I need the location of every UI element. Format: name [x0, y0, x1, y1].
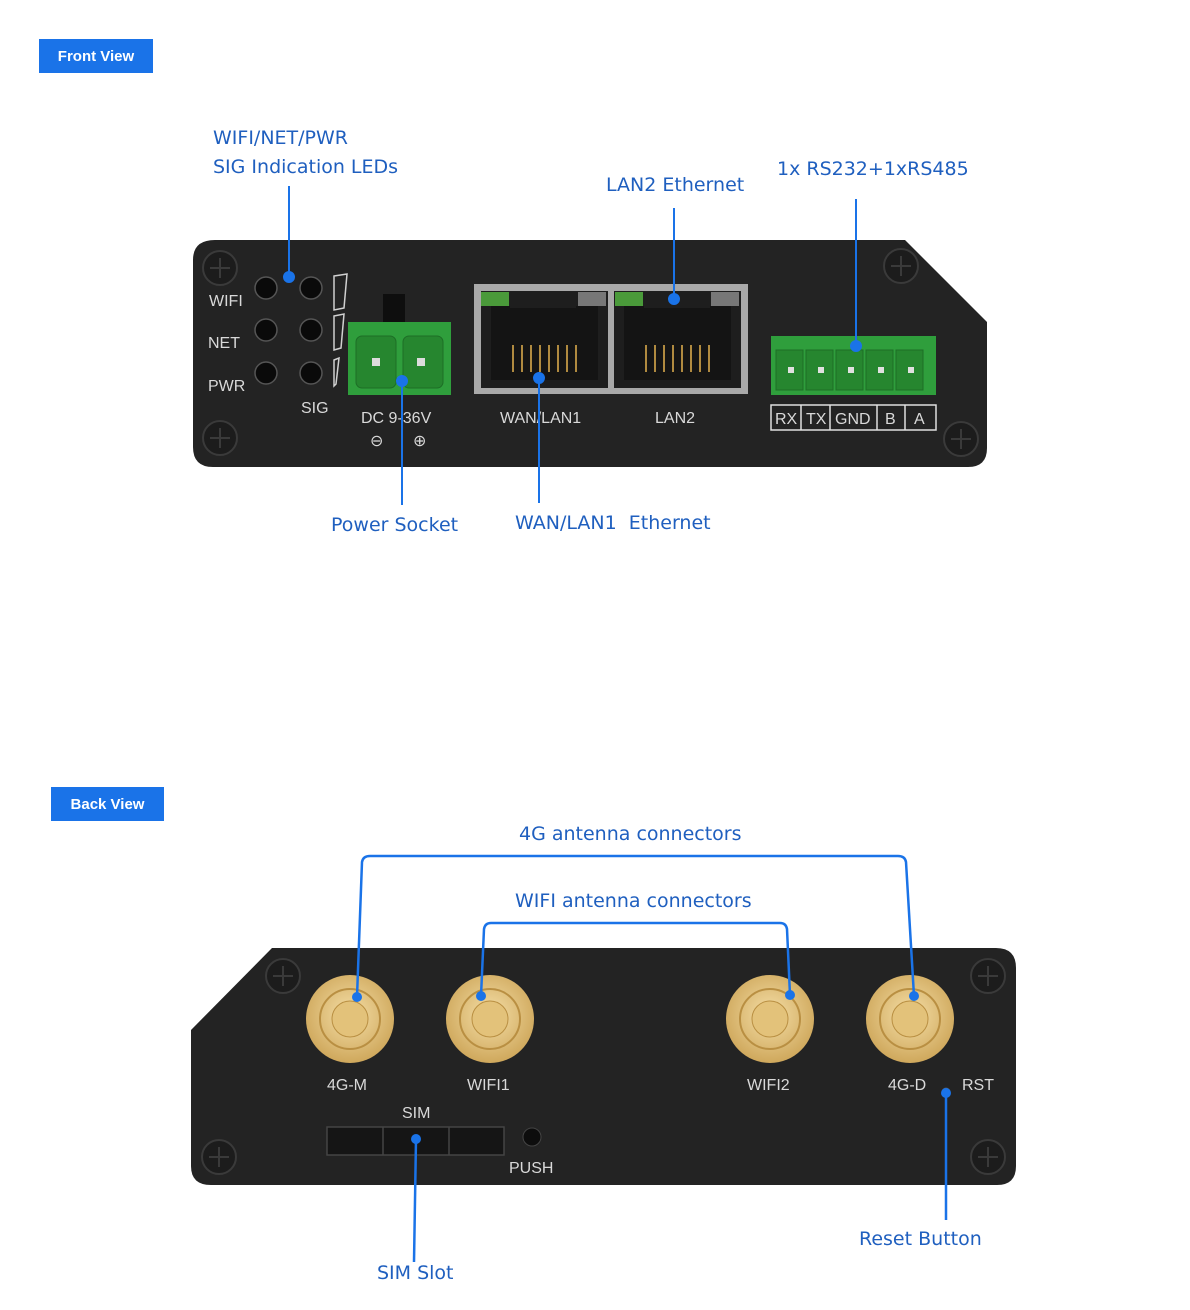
wan-port-label: WAN/LAN1: [500, 410, 581, 427]
callout-lan2: LAN2 Ethernet: [606, 174, 745, 196]
callout-sim-slot: SIM Slot: [377, 1262, 454, 1284]
back-view-tag: Back View: [51, 787, 164, 821]
led-indicators: [254, 276, 323, 385]
pin-label-b: B: [885, 411, 896, 428]
leader-line-sim: [412, 1138, 418, 1263]
screw-icon: [943, 421, 979, 457]
sim-label: SIM: [402, 1105, 430, 1122]
connector-label-wifi1: WIFI1: [467, 1077, 510, 1094]
callout-serial: 1x RS232+1xRS485: [777, 158, 969, 180]
bracket-wifi-antennas: [479, 921, 792, 997]
lan2-port: [614, 291, 741, 388]
dc-voltage-label: DC 9-36V: [361, 410, 432, 427]
screw-icon: [202, 250, 238, 286]
screw-icon: [201, 1139, 237, 1175]
power-socket-latch: [383, 294, 405, 326]
screw-icon: [883, 248, 919, 284]
screw-icon: [265, 958, 301, 994]
front-view-tag: Front View: [39, 39, 153, 73]
callout-leds-line1: WIFI/NET/PWR: [213, 127, 348, 149]
pin-label-gnd: GND: [835, 411, 871, 428]
callout-leds-line2: SIG Indication LEDs: [213, 156, 399, 178]
pin-label-rx: RX: [775, 411, 798, 428]
screw-icon: [970, 1139, 1006, 1175]
sim-push-button: [522, 1127, 542, 1147]
screw-icon: [970, 958, 1006, 994]
callout-reset-button: Reset Button: [859, 1228, 982, 1250]
wan-lan1-port: [481, 291, 608, 388]
led-label-pwr: PWR: [208, 378, 245, 395]
bracket-4g-antennas: [355, 854, 916, 998]
callout-4g-antennas: 4G antenna connectors: [519, 823, 742, 845]
plus-symbol: ⊕: [413, 433, 426, 450]
sma-connector-wifi2: [726, 975, 814, 1063]
push-label: PUSH: [509, 1160, 553, 1177]
led-label-net: NET: [208, 335, 240, 352]
serial-pin-labels: [770, 404, 937, 431]
connector-label-4g-m: 4G-M: [327, 1077, 367, 1094]
minus-symbol: ⊖: [370, 433, 383, 450]
callout-wifi-antennas: WIFI antenna connectors: [515, 890, 752, 912]
rst-label: RST: [962, 1077, 994, 1094]
callout-power-socket: Power Socket: [331, 514, 459, 536]
sma-connector-4g-d: [866, 975, 954, 1063]
pin-label-tx: TX: [806, 411, 827, 428]
lan2-port-label: LAN2: [655, 410, 695, 427]
connector-label-wifi2: WIFI2: [747, 1077, 790, 1094]
sma-connector-4g-m: [306, 975, 394, 1063]
pin-label-a: A: [914, 411, 925, 428]
sma-connector-wifi1: [446, 975, 534, 1063]
screw-icon: [202, 420, 238, 456]
led-label-sig: SIG: [301, 400, 329, 417]
signal-bars-icon: [333, 273, 348, 388]
connector-label-4g-d: 4G-D: [888, 1077, 926, 1094]
led-label-wifi: WIFI: [209, 293, 243, 310]
callout-wan-lan1: WAN/LAN1 Ethernet: [515, 512, 711, 534]
